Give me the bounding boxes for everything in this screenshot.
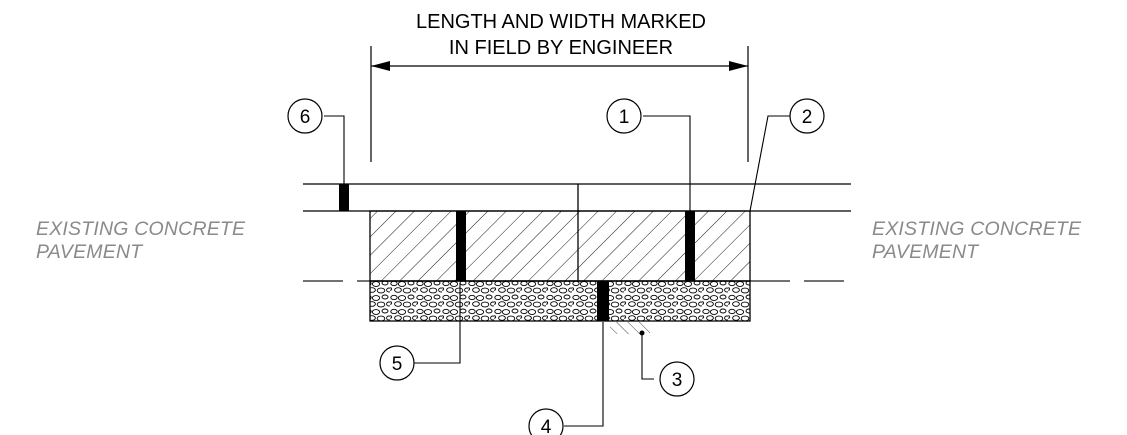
dimension-note-line1: LENGTH AND WIDTH MARKED [416, 11, 706, 33]
subgrade-soil [610, 322, 650, 334]
left-label-line1: EXISTING CONCRETE [36, 218, 246, 240]
callout-1-number: 1 [619, 107, 630, 128]
joint-bar-6 [339, 184, 349, 211]
existing-surface [303, 183, 851, 212]
granular-base [369, 280, 751, 322]
callout-4: 4 [528, 408, 564, 435]
left-label-line2: PAVEMENT [36, 241, 143, 263]
right-existing-pavement-label: EXISTING CONCRETE PAVEMENT [872, 218, 1081, 264]
left-existing-pavement-label: EXISTING CONCRETE PAVEMENT [36, 218, 245, 264]
leader-lines [324, 115, 790, 427]
callout-3-number: 3 [672, 370, 683, 391]
callout-4-number: 4 [541, 417, 552, 435]
leader-dot [639, 330, 645, 336]
right-label-line2: PAVEMENT [872, 241, 979, 263]
callout-2-number: 2 [802, 107, 813, 128]
callout-3: 3 [659, 361, 695, 397]
joint-bars [339, 184, 695, 321]
callout-6: 6 [287, 98, 323, 134]
callout-2: 2 [789, 98, 825, 134]
dimension-note-line2: IN FIELD BY ENGINEER [449, 37, 673, 59]
callout-5: 5 [379, 345, 415, 381]
joint-bar-4 [597, 281, 609, 321]
right-label-line1: EXISTING CONCRETE [872, 218, 1082, 240]
callout-6-number: 6 [300, 107, 311, 128]
joint-bar-1 [685, 211, 695, 281]
dimension-arrow [370, 46, 749, 162]
callout-5-number: 5 [392, 354, 403, 375]
joint-bar-left [456, 211, 466, 281]
callout-1: 1 [606, 98, 642, 134]
